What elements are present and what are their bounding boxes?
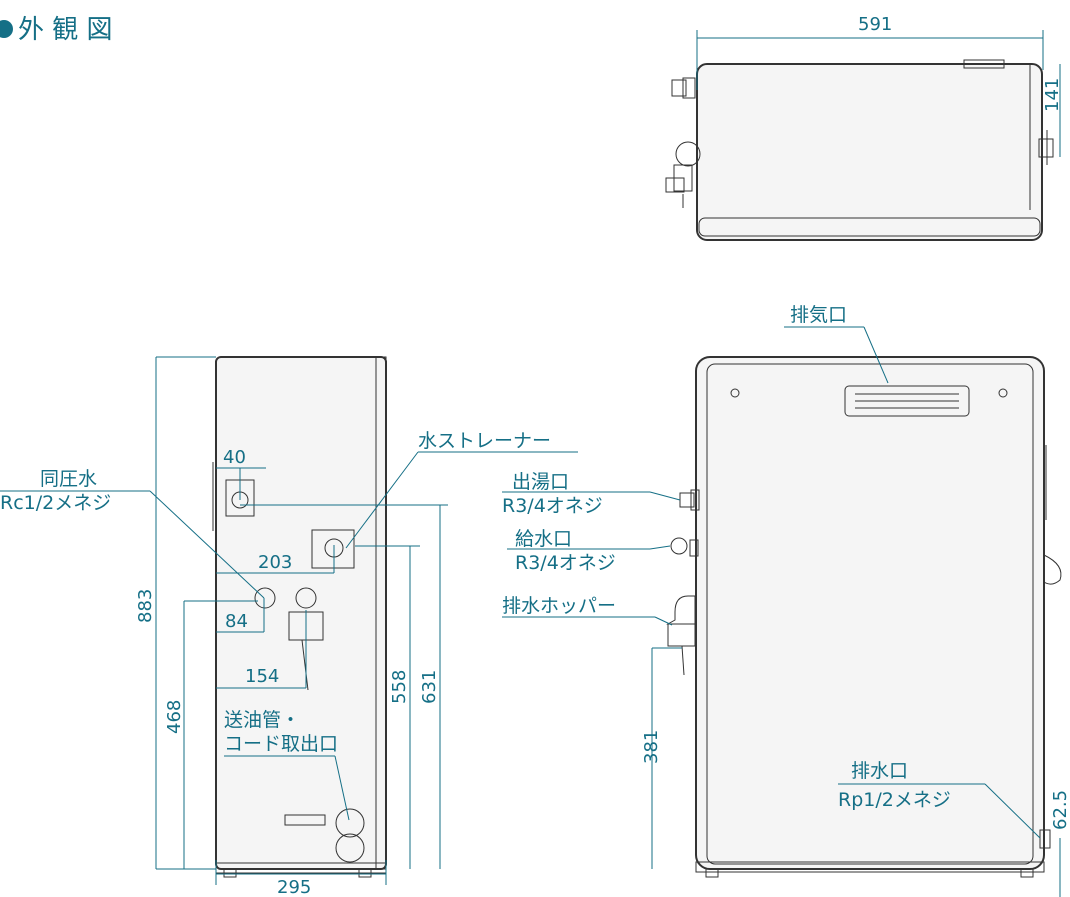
label-exhaust-outlet: 排気口 [790,304,847,326]
dimension-558: 558 [389,670,410,704]
dimension-591: 591 [858,14,892,35]
dimension-40: 40 [223,447,246,468]
label-hot-water-outlet: 出湯口 [512,471,569,493]
label-hot-water-outlet-thread: R3/4オネジ [502,495,603,517]
label-drain-outlet-thread: Rp1/2メネジ [838,789,951,811]
dimension-84: 84 [225,611,248,632]
label-water-supply-inlet-thread: R3/4オネジ [515,552,616,574]
front-view: 381 62.5 [641,356,1070,897]
dimension-883: 883 [135,589,156,623]
left-side-view: 883 468 558 631 295 40 203 84 154 [135,356,448,897]
label-drain-hopper: 排水ホッパー [502,595,616,617]
dimension-381: 381 [641,730,662,764]
page-title: 外 観 図 [18,15,113,45]
dimension-631: 631 [419,670,440,704]
label-same-pressure-water: 同圧水 [40,468,97,490]
label-water-supply-inlet: 給水口 [515,528,572,550]
label-oil-cord-outlet: 送油管・ [224,709,300,731]
top-view: 591 141 [665,14,1063,241]
dimension-62-5: 62.5 [1050,790,1070,830]
dimension-141: 141 [1042,78,1063,112]
label-oil-cord-outlet-2: コード取出口 [224,733,338,755]
label-same-pressure-water-thread: Rc1/2メネジ [0,492,111,514]
dimension-154: 154 [245,666,279,687]
dimension-468: 468 [164,700,185,734]
dimension-295: 295 [277,877,311,897]
dimension-203: 203 [258,552,292,573]
label-water-strainer: 水ストレーナー [418,430,551,452]
label-drain-outlet: 排水口 [851,760,908,782]
title-bullet-icon [0,20,13,38]
